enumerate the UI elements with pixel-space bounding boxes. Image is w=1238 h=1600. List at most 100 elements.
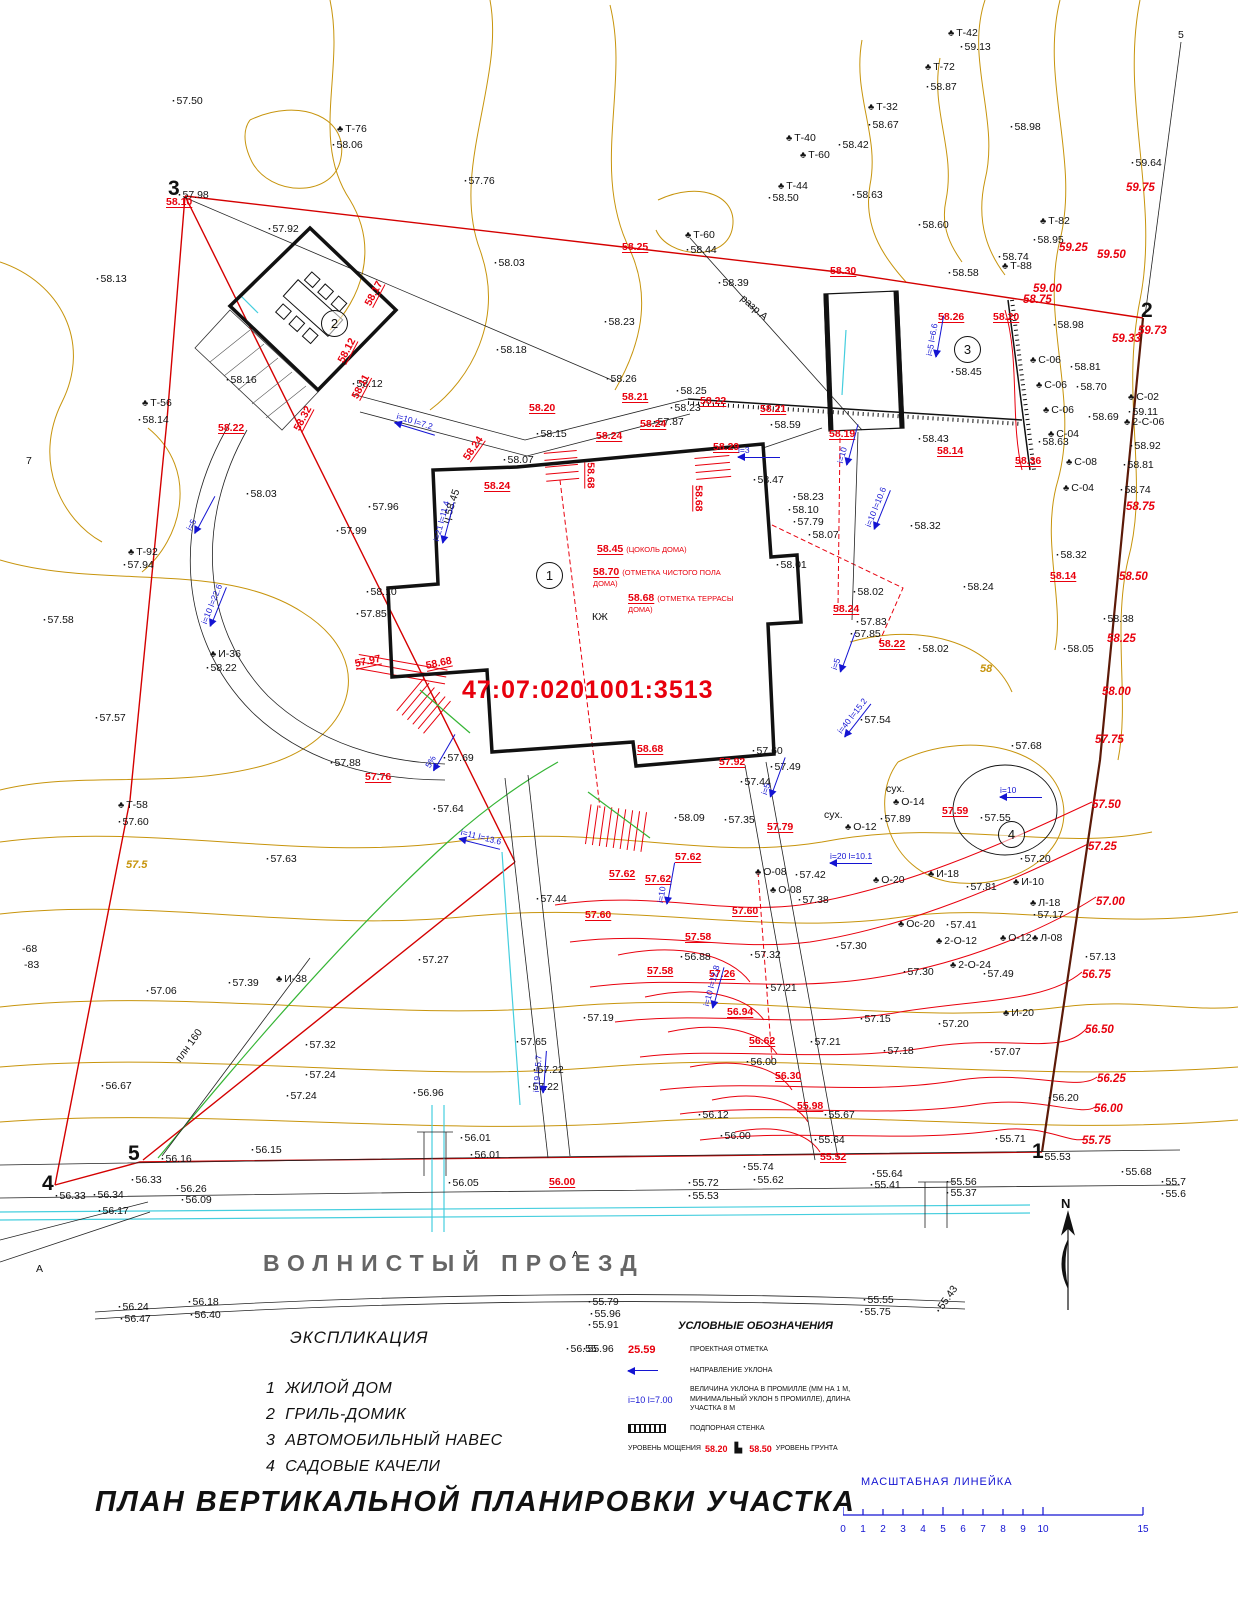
tree-icon: ♣: [948, 28, 955, 39]
elevation-project: 56.30: [775, 1070, 802, 1082]
vegetation-label: ♣Т-76: [337, 124, 367, 135]
scale-tick-label: 3: [900, 1524, 906, 1535]
slope-value: l=3: [738, 445, 750, 455]
slope-annotation: i=11 l=13.6: [459, 827, 503, 850]
elevation-existing: 55.64: [872, 1169, 903, 1180]
vegetation-id: 2-С-06: [1132, 416, 1165, 428]
elevation-existing: 59.13: [960, 42, 991, 53]
elevation-project: 57.62: [675, 851, 702, 863]
elevation-existing: 58.24: [963, 582, 994, 593]
elevation-existing: 55.79: [588, 1297, 619, 1308]
elevation-existing: 56.18: [188, 1297, 219, 1308]
elevation-project: 58.14: [1050, 570, 1077, 582]
tree-icon: ♣: [1000, 933, 1007, 944]
slope-arrow-icon: [769, 757, 786, 798]
elevation-existing: 57.44: [740, 777, 771, 788]
scale-bar-ruler: [842, 1507, 1144, 1516]
vegetation-id: 2-О-24: [958, 959, 991, 971]
elevation-existing: 58.10: [366, 587, 397, 598]
vegetation-label: ♣О-12: [1000, 933, 1032, 944]
elevation-existing: 58.42: [838, 140, 869, 151]
tree-icon: ♣: [898, 919, 905, 930]
house-elevation-note: 58.45(ЦОКОЛЬ ДОМА): [597, 543, 687, 555]
elevation-existing: 57.79: [793, 517, 824, 528]
slope-arrow-icon: [999, 794, 1042, 801]
scale-tick-label: 7: [980, 1524, 986, 1535]
elevation-existing: 58.81: [1123, 460, 1154, 471]
elevation-existing: 57.30: [836, 941, 867, 952]
level-step-icon: ▙: [734, 1443, 743, 1455]
vegetation-id: С-04: [1056, 428, 1079, 440]
contour-label-project: 56.75: [1082, 969, 1111, 981]
tree-icon: ♣: [1040, 216, 1047, 227]
elevation-existing: 56.47: [120, 1314, 151, 1325]
elevation-existing: 55.41: [870, 1180, 901, 1191]
sheet-title: ПЛАН ВЕРТИКАЛЬНОЙ ПЛАНИРОВКИ УЧАСТКА: [95, 1486, 856, 1518]
elevation-project: 57.92: [719, 756, 746, 768]
legend-title: УСЛОВНЫЕ ОБОЗНАЧЕНИЯ: [678, 1320, 833, 1332]
elevation-existing: 58.63: [852, 190, 883, 201]
elevation-existing: 56.34: [93, 1190, 124, 1201]
vegetation-label: ♣Т-56: [142, 398, 172, 409]
vegetation-label: ♣Т-92: [128, 547, 158, 558]
tree-icon: ♣: [1003, 1008, 1010, 1019]
symbols-legend: УСЛОВНЫЕ ОБОЗНАЧЕНИЯ 25.59 ПРОЕКТНАЯ ОТМ…: [627, 1320, 878, 1464]
north-label: N: [1061, 1196, 1071, 1211]
vegetation-label: ♣2-О-12: [936, 936, 977, 947]
elevation-existing: 58.01: [776, 560, 807, 571]
project-mark-symbol: 25.59: [628, 1344, 656, 1356]
elevation-existing: 56.12: [698, 1110, 729, 1121]
elevation-existing: 58.23: [793, 492, 824, 503]
elevation-existing: 58.32: [910, 521, 941, 532]
vegetation-label: ♣С-06: [1036, 380, 1067, 391]
elevation-existing: 57.55: [980, 813, 1011, 824]
elevation-project: 58.24: [640, 418, 667, 430]
building-number-badge: 3: [954, 336, 981, 363]
vegetation-id: С-06: [1038, 354, 1061, 366]
tree-icon: ♣: [1124, 417, 1131, 428]
vegetation-id: С-04: [1071, 482, 1094, 494]
vegetation-id: Л-08: [1040, 932, 1063, 944]
elevation-existing: 55.43: [934, 1283, 960, 1315]
scale-tick-label: 8: [1000, 1524, 1006, 1535]
elevation-existing: 58.45: [951, 367, 982, 378]
vegetation-id: О-12: [853, 821, 877, 833]
tree-icon: ♣: [925, 62, 932, 73]
elevation-project: 58.68: [637, 743, 664, 755]
vegetation-label: ♣С-08: [1066, 457, 1097, 468]
slope-annotation: i=10: [655, 861, 676, 905]
elevation-existing: 58.07: [808, 530, 839, 541]
contour-label-project: 55.75: [1082, 1135, 1111, 1147]
elevation-existing: 55.67: [824, 1110, 855, 1121]
elevation-project: 58.17: [362, 279, 386, 308]
elevation-existing: 55.7: [1161, 1177, 1186, 1188]
elevation-project: 58.12: [335, 336, 359, 365]
elevation-existing: 55.96: [590, 1309, 621, 1320]
elevation-project: 58.24: [596, 430, 623, 442]
vegetation-label: ♣Т-58: [118, 800, 148, 811]
elevation-existing: 56.20: [1048, 1093, 1079, 1104]
slope-annotation: i=10 l=7.2: [394, 411, 438, 436]
elevation-existing: 56.00: [720, 1131, 751, 1142]
elevation-existing: 58.59: [770, 420, 801, 431]
elevation-existing: 57.64: [433, 804, 464, 815]
house-elevation-note: 58.70(ОТМЕТКА ЧИСТОГО ПОЛА ДОМА): [593, 566, 721, 589]
elevation-existing: 58.22: [206, 663, 237, 674]
elevation-existing: 58.02: [853, 587, 884, 598]
slope-direction-label: НАПРАВЛЕНИЕ УКЛОНА: [690, 1367, 773, 1374]
vegetation-label: ♣С-06: [1030, 355, 1061, 366]
plot-corner-number: 2: [1141, 299, 1153, 322]
vegetation-label: ♣Т-82: [1040, 216, 1070, 227]
building-number-badge: 2: [321, 310, 348, 337]
vegetation-label: ♣Т-60: [800, 150, 830, 161]
vegetation-label: ♣И-20: [1003, 1008, 1034, 1019]
scale-tick-label: 10: [1037, 1524, 1049, 1535]
slope-annotation: i=5 l=6.6: [924, 314, 945, 358]
elevation-project: 58.22: [700, 395, 727, 407]
slope-value: i=10: [1000, 785, 1017, 795]
elevation-existing: 58.18: [496, 345, 527, 356]
building-number-badge: 1: [536, 562, 563, 589]
contour-label-project: 56.50: [1085, 1024, 1114, 1036]
slope-annotation: 5%: [423, 729, 456, 771]
elevation-project: 58.32: [291, 404, 315, 433]
